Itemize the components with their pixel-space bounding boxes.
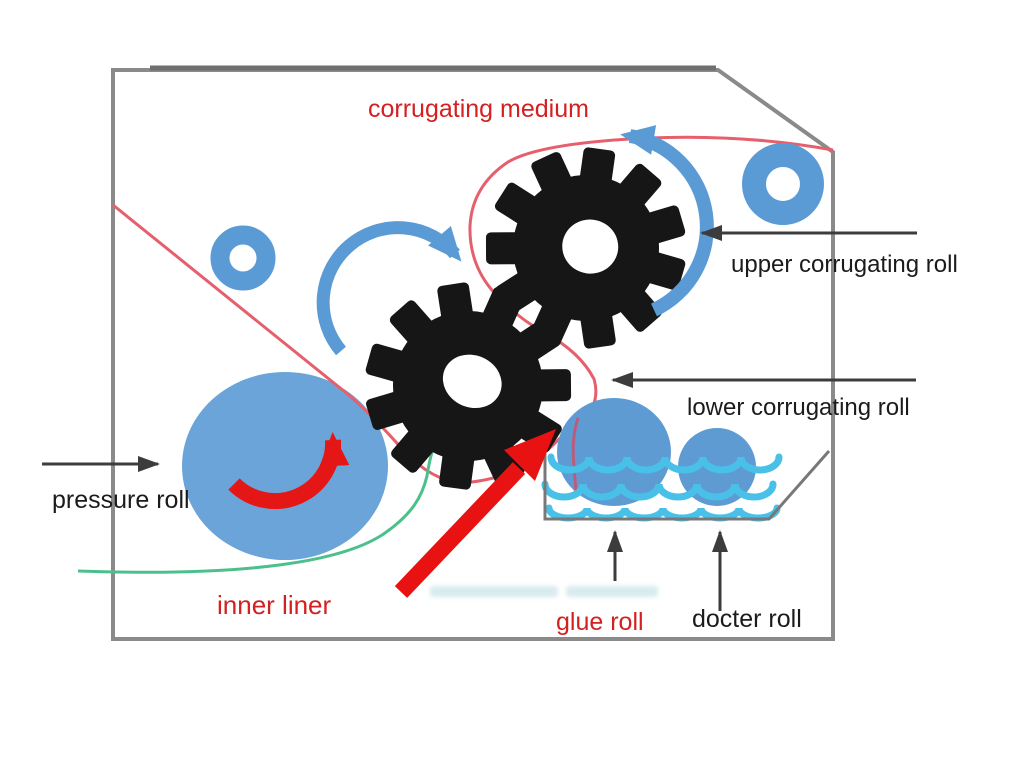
idler-ring-small-icon (210, 225, 276, 291)
label-lower-corrugating-roll: lower corrugating roll (687, 394, 910, 421)
medium-path-glue-dip (571, 417, 580, 494)
glue-wave-middle (541, 480, 777, 501)
glue-roll-circle (557, 398, 671, 506)
label-docter-roll: docter roll (692, 605, 802, 633)
glue-wave-bottom (545, 504, 781, 522)
upper-corrugating-roll-gear (485, 147, 686, 349)
label-pressure-roll: pressure roll (52, 486, 190, 514)
lower-gear-rotation-arrow-icon (316, 221, 462, 356)
pressure-roll-rotation-arrow-icon (228, 432, 350, 509)
label-inner-liner: inner liner (217, 590, 332, 620)
label-corrugating-medium: corrugating medium (368, 95, 589, 123)
idler-ring-large-icon (742, 143, 824, 225)
label-upper-corrugating-roll: upper corrugating roll (731, 251, 958, 278)
label-glue-roll: glue roll (556, 608, 644, 636)
scan-artifact (430, 586, 558, 597)
scan-artifact (566, 586, 658, 597)
inner-liner-path (77, 427, 449, 574)
glue-application-arrow-icon (394, 429, 556, 598)
upper-gear-rotation-arrow-icon (620, 125, 714, 317)
pressure-roll-circle (182, 372, 388, 560)
glue-pan-outline (543, 436, 831, 521)
glue-wave-top (547, 453, 783, 474)
